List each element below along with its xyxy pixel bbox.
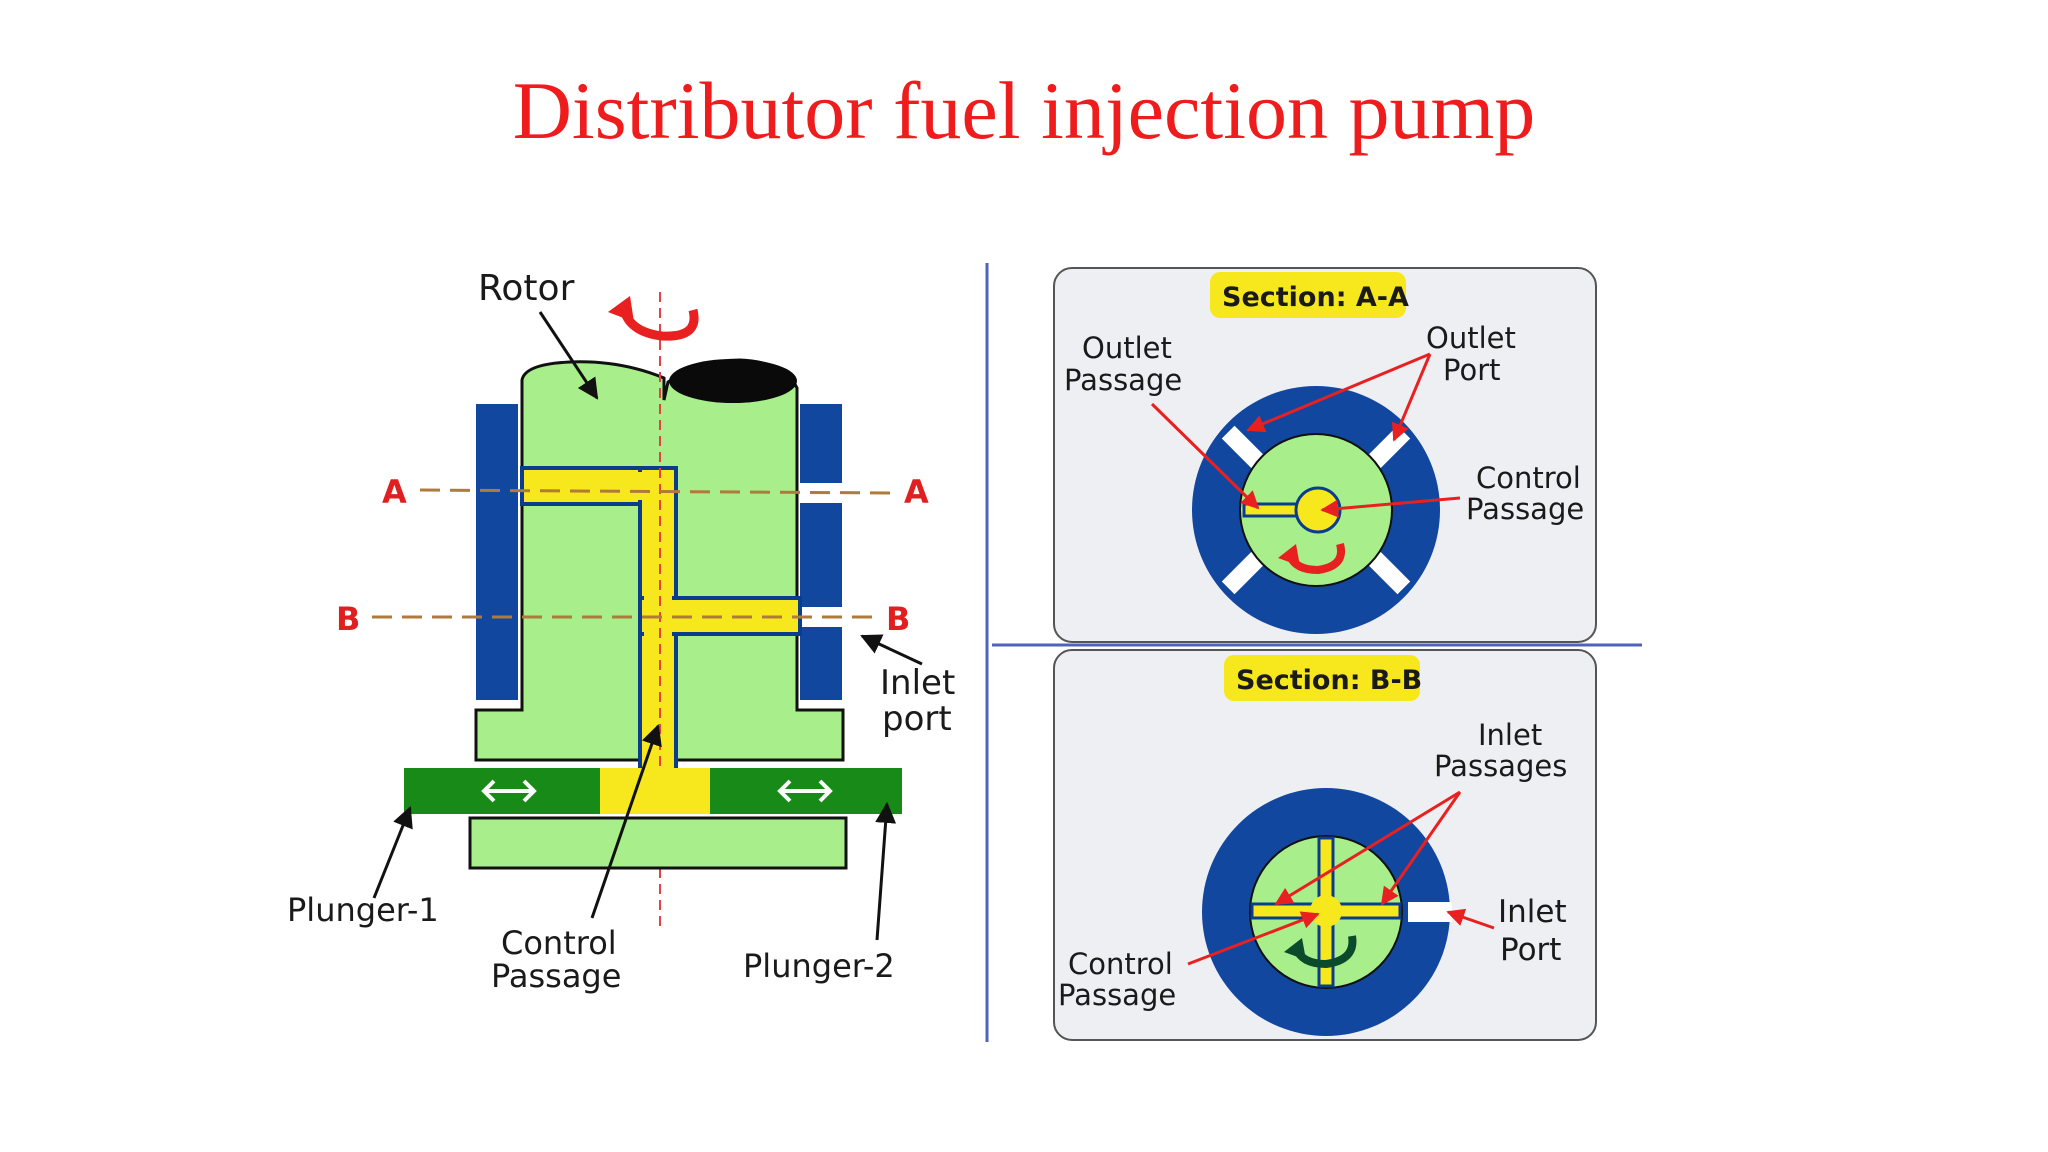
rotor-leader — [538, 311, 599, 400]
plunger-center — [600, 768, 710, 814]
section-bb-control-passage-label-line1: Control — [1068, 947, 1173, 981]
housing-left — [476, 404, 518, 700]
plunger-1-label: Plunger-1 — [287, 891, 439, 929]
inlet-port-leader — [860, 634, 923, 666]
section-aa-control-passage — [1294, 486, 1342, 534]
section-aa-control-passage-label-line1: Control — [1476, 461, 1581, 495]
section-bb-panel: Section: B-B Inlet Passages Inlet Port C… — [1053, 649, 1597, 1041]
section-bb-heading-box — [1224, 655, 1420, 701]
plunger-1-leader — [372, 806, 413, 899]
pump-base — [468, 816, 848, 870]
section-a-left-label: A — [382, 473, 407, 511]
housing-right-port-b — [800, 607, 842, 627]
section-line-a — [419, 488, 899, 495]
control-passage-label-line1: Control — [501, 924, 617, 962]
rotor-label: Rotor — [478, 268, 575, 309]
section-bb-inlet-port-label-line2: Port — [1500, 932, 1561, 968]
section-aa-control-passage-label-line2: Passage — [1466, 492, 1584, 526]
page-title: Distributor fuel injection pump — [512, 65, 1536, 156]
section-bb-control-passage — [1310, 895, 1342, 927]
section-bb-inlet-passages-label-line2: Passages — [1434, 749, 1567, 783]
section-aa-outlet-passage-label-line2: Passage — [1064, 363, 1182, 397]
section-aa-outlet-passage-label-line1: Outlet — [1082, 331, 1172, 365]
section-bb-inlet-port-label-line1: Inlet — [1498, 894, 1567, 930]
housing-right — [800, 404, 842, 700]
section-aa-outlet-port-label-line1: Outlet — [1426, 321, 1516, 355]
rotation-arrow-icon — [619, 308, 699, 341]
section-bb-inlet-passages-label-line1: Inlet — [1478, 718, 1542, 752]
inlet-port-label-line1: Inlet — [880, 663, 955, 703]
control-passage-leader — [590, 724, 662, 919]
section-bb-inlet-port — [1408, 902, 1452, 922]
section-aa-heading-box — [1210, 272, 1406, 318]
plunger-2-double-arrow — [777, 779, 833, 803]
rotor-top-shaft — [669, 359, 797, 403]
plunger-1-double-arrow — [481, 779, 537, 803]
section-b-left-label: B — [336, 600, 360, 638]
section-aa-heading: Section: A-A — [1222, 282, 1409, 313]
section-bb-heading: Section: B-B — [1236, 665, 1422, 696]
inlet-port-label-line2: port — [882, 699, 952, 739]
section-aa-outlet-port-label-line2: Port — [1443, 353, 1501, 387]
section-bb-control-passage-label-line2: Passage — [1058, 978, 1176, 1012]
control-passage-label-line2: Passage — [491, 957, 621, 995]
section-a-right-label: A — [904, 473, 929, 511]
section-b-right-label: B — [886, 600, 910, 638]
pump-cross-section: Rotor A A B B Inlet port Plunger-1 Plung… — [287, 268, 955, 995]
plunger-2-label: Plunger-2 — [743, 947, 895, 985]
plunger-2-leader — [875, 801, 897, 941]
section-aa-panel: Section: A-A Outlet Passage Outlet Port … — [1053, 267, 1597, 643]
